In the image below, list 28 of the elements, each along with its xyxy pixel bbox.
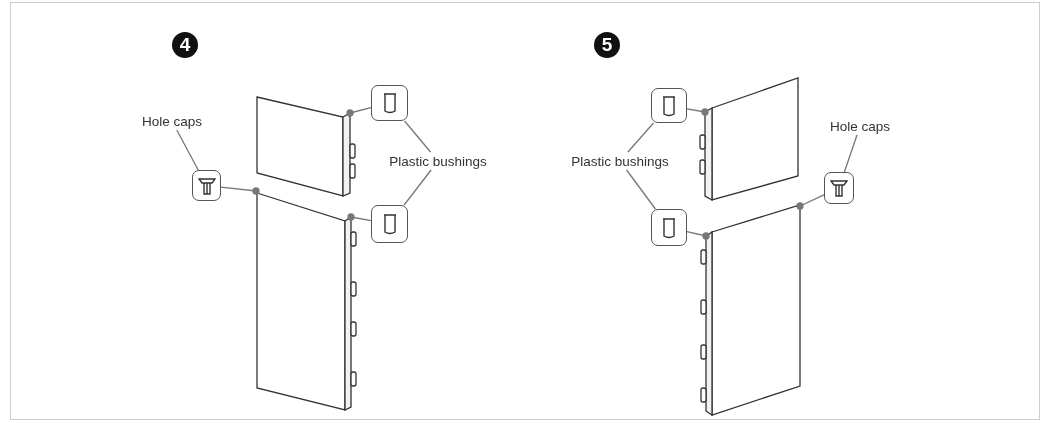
leader-line [403,169,432,206]
connector-line [686,108,709,116]
leader-line [627,122,655,153]
inset-box [371,205,408,243]
step-number: 4 [172,32,198,58]
refrigerator-door-drawing [256,96,356,197]
refrigerator-door-drawing [256,192,357,412]
inset-box [651,88,687,123]
callout-text: Plastic bushings [368,152,508,170]
leader-line [625,169,657,210]
connector-line [220,186,260,195]
connector-line [347,213,372,222]
inset-box [371,85,408,121]
leader-line [403,120,432,153]
step-number: 5 [594,32,620,58]
leader-line [843,134,858,173]
inset-box [824,172,854,204]
connector-line [686,230,710,240]
callout-text: Plastic bushings [550,152,690,170]
leader-line [176,129,199,171]
callout-text: Hole caps [132,112,212,130]
inset-box [192,170,221,201]
connector-line [346,107,372,117]
connector-line [796,194,825,210]
refrigerator-door-drawing [700,204,801,417]
inset-box [651,209,687,246]
refrigerator-door-drawing [699,77,799,202]
callout-text: Hole caps [820,117,900,135]
